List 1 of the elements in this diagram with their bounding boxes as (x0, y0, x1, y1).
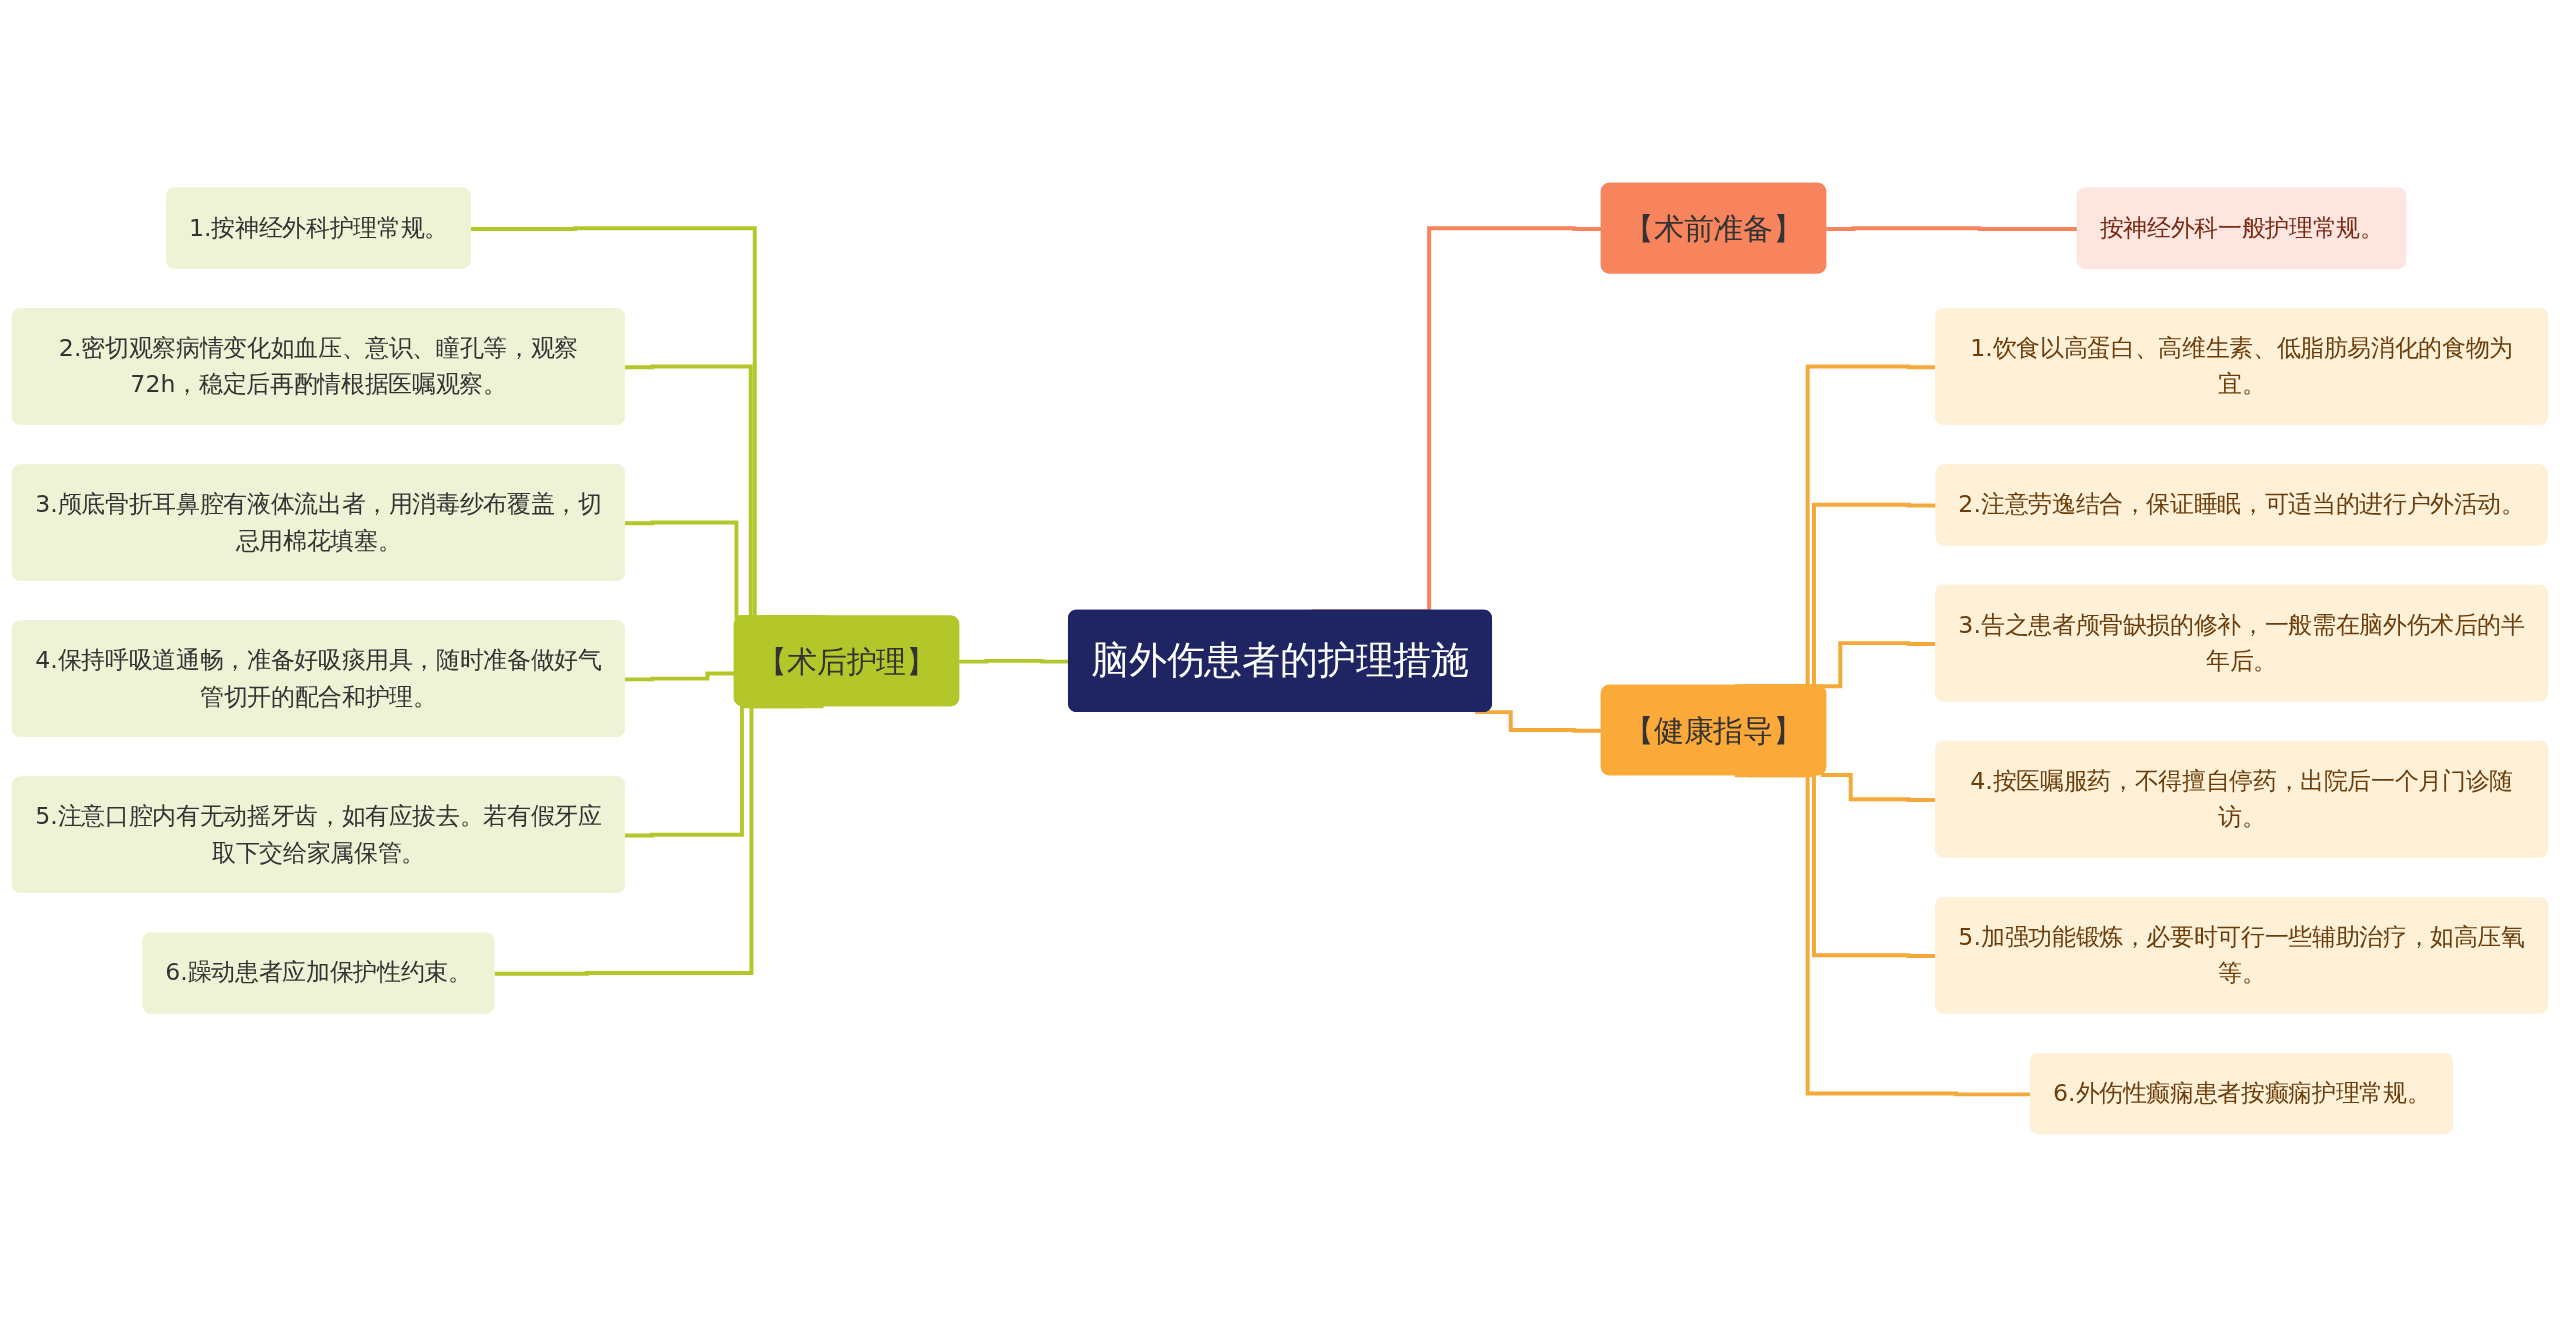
connector (494, 704, 824, 976)
